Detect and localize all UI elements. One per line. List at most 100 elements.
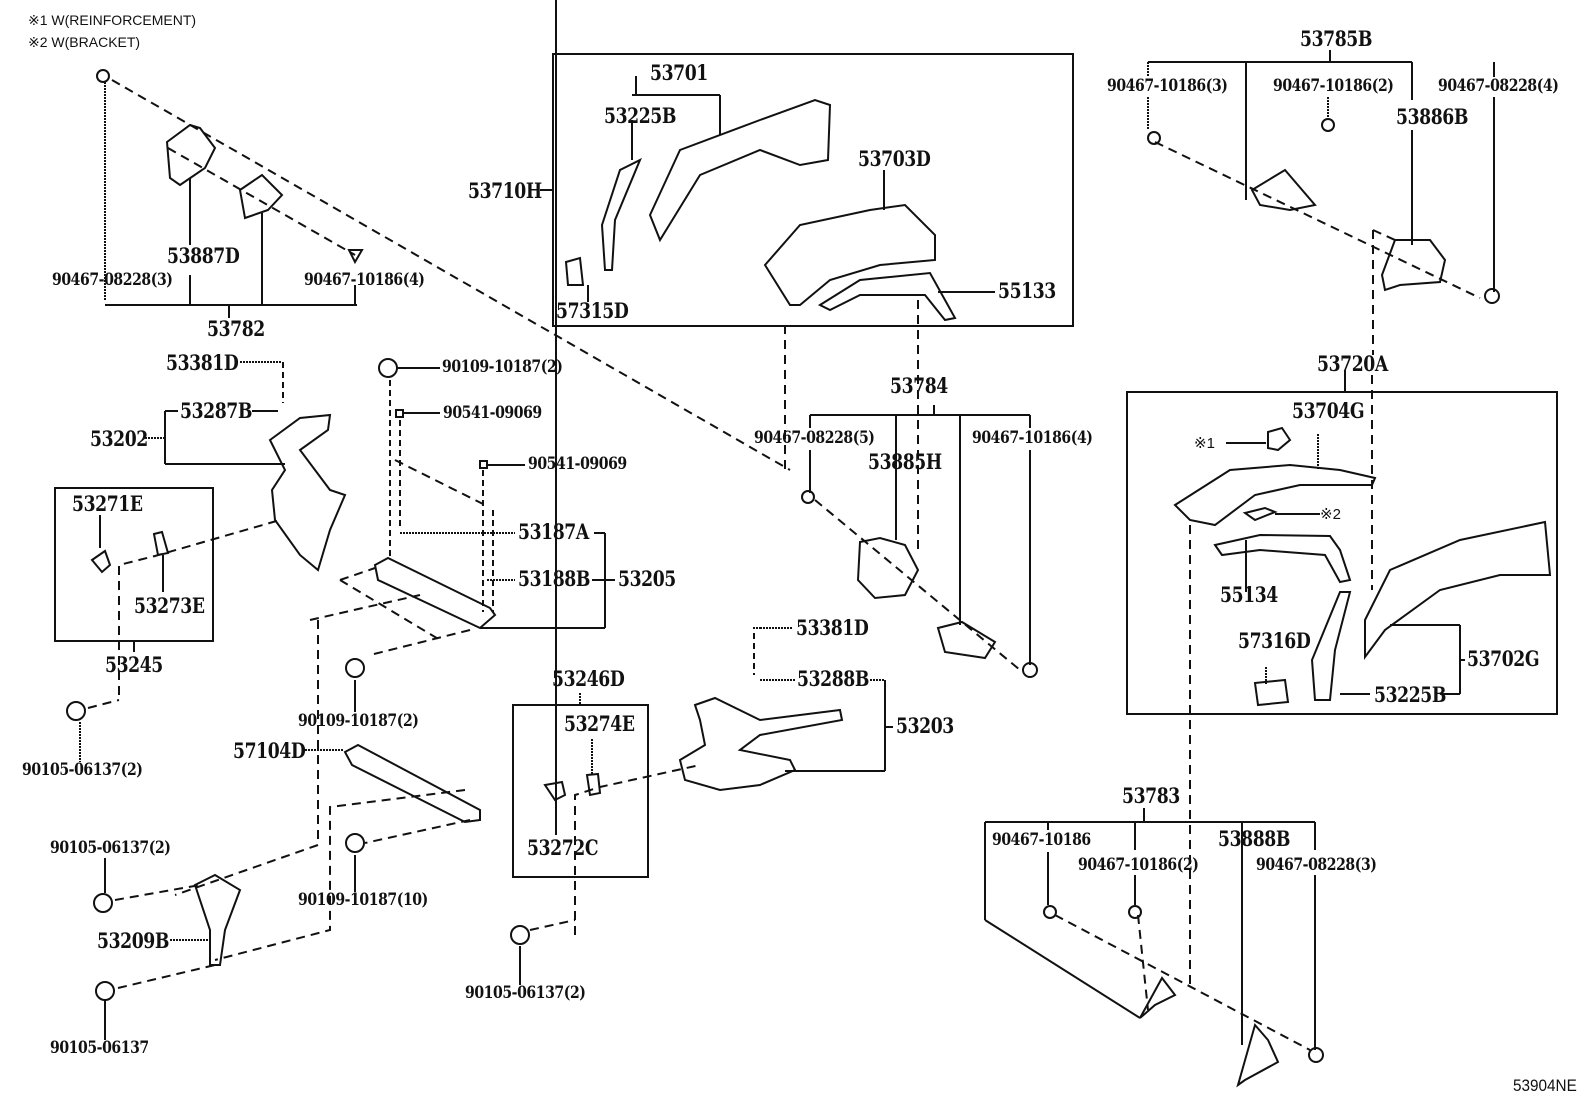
part-label[interactable]: 53225B xyxy=(604,103,677,128)
part-label[interactable]: 57316D xyxy=(1238,628,1311,653)
washer-90541-icon xyxy=(395,409,404,418)
part-53205-shape xyxy=(373,556,497,630)
part-label[interactable]: 90105-06137(2) xyxy=(22,760,143,779)
part-label[interactable]: 55133 xyxy=(998,278,1056,303)
part-53202-shape xyxy=(268,413,347,572)
note-reinforcement: ※1 W(REINFORCEMENT) xyxy=(28,12,196,29)
assembly-label[interactable]: 53784 xyxy=(890,373,948,398)
bolt-90109-10187-icon xyxy=(378,358,398,378)
part-label[interactable]: 53209B xyxy=(97,928,170,953)
clip-icon xyxy=(1321,118,1335,132)
assembly-label[interactable]: 53720A xyxy=(1317,351,1388,376)
part-label[interactable]: 53274E xyxy=(564,711,635,736)
part-label[interactable]: 55134 xyxy=(1220,582,1278,607)
part-55134-shape xyxy=(1213,533,1352,584)
clip-90467-10186-icon xyxy=(347,249,364,265)
part-label[interactable]: 90109-10187(2) xyxy=(298,711,419,730)
part-label[interactable]: 53287B xyxy=(180,398,253,423)
part-53203-shape xyxy=(678,696,844,792)
part-label[interactable]: 57104D xyxy=(233,738,306,763)
part-label[interactable]: 53886B xyxy=(1396,104,1469,129)
part-53225B-right-shape xyxy=(1310,591,1352,701)
part-label[interactable]: 53273E xyxy=(134,593,205,618)
part-label[interactable]: 90467-08228(5) xyxy=(754,428,875,447)
part-label[interactable]: 90541-09069 xyxy=(443,403,542,422)
bolt-90105-06137-icon xyxy=(66,701,86,721)
assembly-label[interactable]: 53783 xyxy=(1122,783,1180,808)
bolt-90109-10187-icon xyxy=(345,658,365,678)
part-label[interactable]: 53703D xyxy=(858,146,931,171)
part-label[interactable]: 53272C xyxy=(527,835,599,860)
assembly-label[interactable]: 53782 xyxy=(207,316,265,341)
part-label[interactable]: 53271E xyxy=(72,491,143,516)
part-53273E-shape xyxy=(152,530,170,557)
part-label[interactable]: 90467-10186(2) xyxy=(1273,76,1394,95)
part-53703D-shape xyxy=(763,203,936,306)
illustration-code: 53904NE xyxy=(1513,1076,1577,1095)
part-label[interactable]: 53702G xyxy=(1467,646,1540,671)
note-bracket: ※2 W(BRACKET) xyxy=(28,34,140,51)
part-53271E-shape xyxy=(90,549,112,574)
part-label[interactable]: 53888B xyxy=(1218,826,1291,851)
part-53209B-shape xyxy=(193,873,242,966)
part-53225B-shape xyxy=(600,157,642,271)
part-53274E-shape xyxy=(585,772,602,797)
part-53704G-shape xyxy=(1173,463,1377,527)
assembly-label[interactable]: 53205 xyxy=(618,566,676,591)
note-text: W(REINFORCEMENT) xyxy=(51,12,197,28)
part-label[interactable]: 53885H xyxy=(868,449,942,474)
part-label[interactable]: 53710H xyxy=(468,178,542,203)
part-label[interactable]: 90467-10186(4) xyxy=(304,270,425,289)
box-53246D xyxy=(512,704,649,878)
bracket-53887d-shape xyxy=(165,123,217,187)
part-label[interactable]: 90467-10186(2) xyxy=(1078,855,1199,874)
part-label[interactable]: 90105-06137(2) xyxy=(50,838,171,857)
clip-icon xyxy=(1484,288,1500,304)
part-53785B-bracket-shape xyxy=(1250,168,1317,212)
part-label[interactable]: 90109-10187(2) xyxy=(442,357,563,376)
part-label[interactable]: 53381D xyxy=(166,350,239,375)
part-53783-bracket-shape xyxy=(1139,976,1177,1019)
reinforcement-shape xyxy=(1267,426,1292,452)
part-label[interactable]: 90467-08228(3) xyxy=(1256,855,1377,874)
part-label[interactable]: 53887D xyxy=(167,243,240,268)
bolt-90105-06137-icon xyxy=(93,893,113,913)
part-label[interactable]: 90467-08228(3) xyxy=(52,270,173,289)
bolt-90105-06137-icon xyxy=(510,925,530,945)
assembly-label[interactable]: 53785B xyxy=(1300,26,1373,51)
part-label[interactable]: 90467-10186(4) xyxy=(972,428,1093,447)
part-label[interactable]: 53288B xyxy=(797,666,870,691)
part-label[interactable]: 53188B xyxy=(518,566,591,591)
note-text: W(BRACKET) xyxy=(51,34,141,50)
part-label[interactable]: 53225B xyxy=(1374,682,1447,707)
part-label[interactable]: 90467-10186(3) xyxy=(1107,76,1228,95)
part-label[interactable]: 90541-09069 xyxy=(528,454,627,473)
assembly-label[interactable]: 53202 xyxy=(90,426,148,451)
part-53701-shape xyxy=(648,98,832,243)
part-label[interactable]: 90109-10187(10) xyxy=(298,890,428,909)
part-label[interactable]: 90467-10186 xyxy=(992,830,1091,849)
assembly-label[interactable]: 53245 xyxy=(105,652,163,677)
part-53886B-shape xyxy=(1380,239,1447,292)
clip-icon xyxy=(1043,905,1057,919)
assembly-label[interactable]: 53701 xyxy=(650,60,708,85)
part-57104D-shape xyxy=(343,743,481,824)
bolt-90109-10187-icon xyxy=(345,833,365,853)
clip-icon xyxy=(1128,905,1142,919)
clip-icon xyxy=(1022,662,1038,678)
part-53272C-shape xyxy=(543,780,567,802)
part-label[interactable]: 90105-06137 xyxy=(50,1038,149,1057)
part-label[interactable]: 53704G xyxy=(1292,398,1365,423)
assembly-label[interactable]: 53246D xyxy=(552,666,625,691)
ref-mark-2: ※2 xyxy=(1320,506,1341,523)
part-57316D-shape xyxy=(1253,678,1290,707)
part-label[interactable]: 90467-08228(4) xyxy=(1438,76,1559,95)
assembly-label[interactable]: 53203 xyxy=(896,713,954,738)
part-label[interactable]: 90105-06137(2) xyxy=(465,983,586,1002)
part-label[interactable]: 53187A xyxy=(518,519,589,544)
bracket-small-shape xyxy=(238,173,284,220)
washer-90541-icon xyxy=(479,460,488,469)
part-label[interactable]: 57315D xyxy=(556,298,629,323)
part-label[interactable]: 53381D xyxy=(796,615,869,640)
